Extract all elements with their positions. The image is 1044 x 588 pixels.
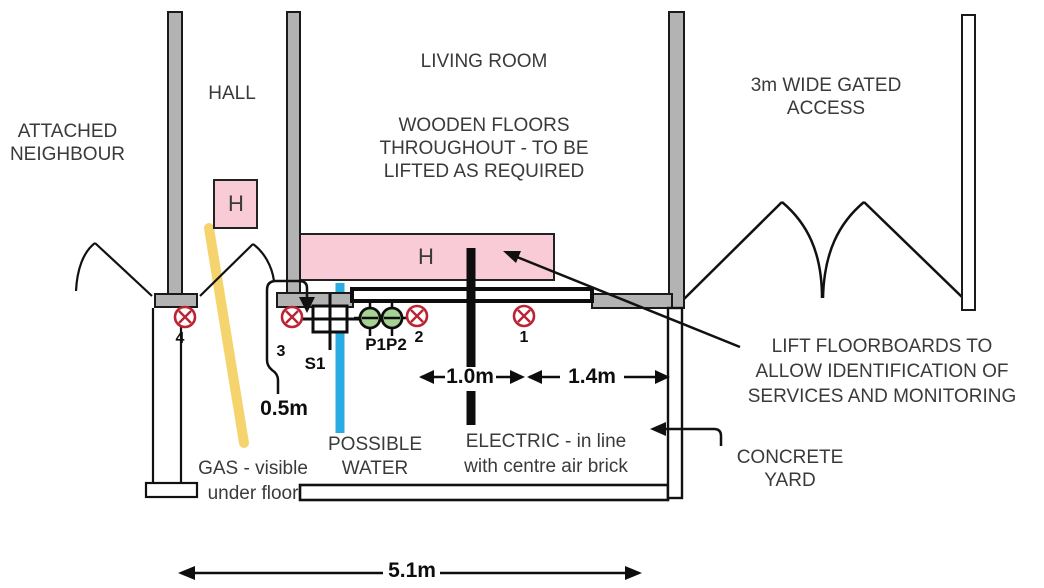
neighbour-door-swing xyxy=(74,242,153,297)
s1-monitoring-point xyxy=(299,294,361,350)
marker-4 xyxy=(173,305,197,329)
note-lift-floorboards: LIFT FLOORBOARDS TO ALLOW IDENTIFICATION… xyxy=(747,336,1017,407)
yard-bottom-edge xyxy=(298,483,670,502)
boundary-wall xyxy=(961,14,976,311)
marker-3-label: 3 xyxy=(276,343,286,360)
dimension-text-1-4m: 1.4m xyxy=(568,365,616,388)
dimension-1-4m xyxy=(527,370,670,384)
label-attached-neighbour: ATTACHED NEIGHBOUR xyxy=(9,121,126,165)
right-wall xyxy=(668,11,685,309)
note-possible-water: POSSIBLE WATER xyxy=(328,434,422,479)
dimension-text-1-0m: 1.0m xyxy=(446,365,494,388)
gas-line xyxy=(204,223,249,448)
marker-4-label: 4 xyxy=(175,330,185,347)
s1-label: S1 xyxy=(304,354,326,373)
hatch-small-letter: H xyxy=(228,191,244,216)
left-wall-footing xyxy=(154,293,198,308)
p1p2-label: P1P2 xyxy=(365,335,407,354)
marker-2-label: 2 xyxy=(414,329,424,346)
neighbour-foot-plate xyxy=(144,481,199,499)
label-living-room: LIVING ROOM xyxy=(420,51,548,72)
label-concrete-yard: CONCRETE YARD xyxy=(736,447,844,491)
dimension-1-0m xyxy=(419,370,525,384)
subfloor-outlines xyxy=(144,306,684,502)
right-wall-footing xyxy=(591,293,673,309)
dimension-5-1m xyxy=(178,566,642,580)
arrowhead-to-yard-wall xyxy=(650,422,666,436)
dimension-text-5-1m: 5.1m xyxy=(388,559,436,582)
arrowhead-to-hatch xyxy=(503,251,521,263)
note-electric: ELECTRIC - in line with centre air brick xyxy=(464,431,628,477)
label-hall: HALL xyxy=(208,83,256,104)
marker-2 xyxy=(405,304,429,328)
probe-p1-p2 xyxy=(354,302,409,336)
marker-1 xyxy=(512,304,536,328)
dimension-text-0-5m: 0.5m xyxy=(260,397,308,420)
note-gas: GAS - visible under floor xyxy=(198,458,308,504)
hatch-large-letter: H xyxy=(418,244,434,269)
marker-3 xyxy=(280,305,304,329)
depth-leader xyxy=(265,279,315,394)
label-gated-access: 3m WIDE GATED ACCESS xyxy=(750,75,902,119)
hall-door-swing xyxy=(199,243,276,297)
arrowhead-under-floor xyxy=(299,297,315,313)
middle-wall xyxy=(286,11,301,297)
lift-note-leader xyxy=(503,251,741,349)
left-wall xyxy=(167,11,183,297)
walls xyxy=(154,11,976,311)
gate-swing-right xyxy=(821,201,964,299)
note-wooden-floors: WOODEN FLOORS THROUGHOUT - TO BE LIFTED … xyxy=(379,115,589,182)
marker-1-label: 1 xyxy=(519,329,529,346)
gate-swing-left xyxy=(683,201,824,300)
yard-note-leader xyxy=(650,422,723,446)
hatch-box-small xyxy=(213,179,258,229)
yard-right-wall xyxy=(666,306,684,500)
airbrick-markers xyxy=(173,304,536,329)
